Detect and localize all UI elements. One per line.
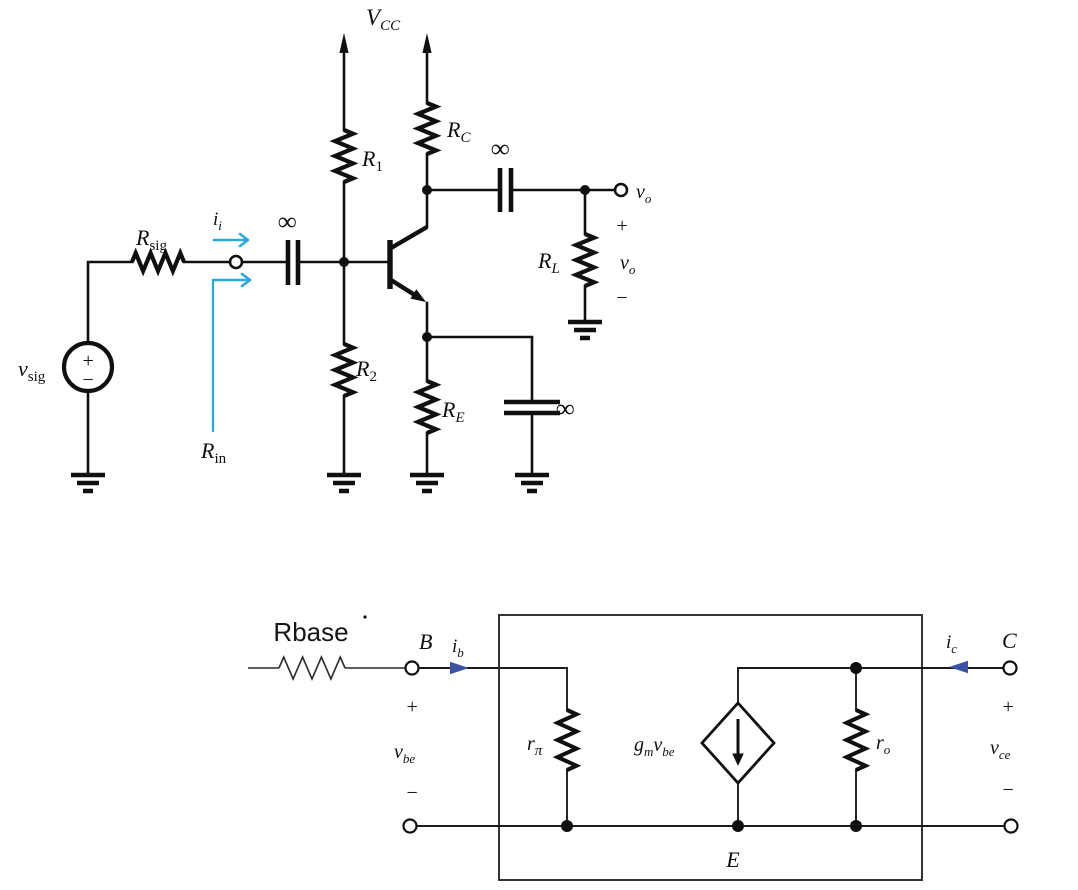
output-coupling-capacitor-icon [497,168,514,212]
node-e-label: E [725,847,740,872]
ic-current-arrow [949,660,968,674]
rbase-resistor-icon [248,654,405,682]
re-label: RE [441,397,465,426]
bypass-capacitor-icon [504,399,560,416]
resistor-rpi-icon [552,667,582,827]
input-current-arrow [212,232,250,248]
rin-annotation-arrow [211,272,252,433]
input-coupling-capacitor-icon [285,240,301,285]
resistor-rsig-icon [130,247,186,277]
resistor-re-icon [412,379,442,435]
vcc-rail-bias [339,33,349,477]
ground-icon [327,472,361,494]
ground-icon [568,319,602,341]
gmvbe-label: gmvbe [634,734,675,759]
node-c-label: C [1002,628,1017,653]
r2-label: R2 [355,356,377,385]
resistor-r1-icon [329,128,359,184]
collector-node-dot [422,185,432,195]
ground-icon [410,472,444,494]
npn-transistor-icon [387,225,429,339]
node-c-terminal [1002,660,1018,676]
node-b-label: B [419,629,432,654]
base-junction-dot [339,257,349,267]
ground-icon [515,472,549,494]
vcc-label: VCC [366,5,401,34]
input-node-terminal [228,254,244,270]
vo-minus-sign: − [615,287,629,309]
hybrid-pi-model: Rbase [248,614,1019,881]
ground-icon [71,472,105,494]
model-boundary-box [498,614,923,881]
ro-label: ro [876,732,891,757]
rbase-label: Rbase [273,617,348,647]
output-branch [422,168,629,324]
rpi-bottom-junction-dot [561,820,573,832]
rsig-label: Rsig [135,225,167,254]
vce-minus-sign: − [1001,779,1015,801]
input-branch: + − [61,240,390,477]
dependent-current-source-icon [700,667,776,827]
vsig-label: vsig [18,356,46,385]
rl-label: RL [537,248,560,277]
ib-label: ib [452,636,464,660]
input-cap-infinity-label: ∞ [278,207,297,236]
emitter-right-terminal [1003,818,1019,834]
emitter-left-terminal [402,818,418,834]
vce-label: vce [990,737,1011,762]
output-cap-infinity-label: ∞ [491,134,510,163]
signal-source-icon: + − [61,340,115,394]
vbe-plus-sign: + [405,696,419,718]
rpi-label: rπ [527,733,543,759]
ro-top-junction-dot [850,662,862,674]
bypass-cap-infinity-label: ∞ [556,394,575,423]
vcc-arrow-icon [339,33,349,53]
stray-dot [363,615,367,619]
resistor-r2-icon [329,342,359,398]
resistor-rc-icon [412,101,442,156]
r1-label: R1 [361,146,383,175]
node-b-terminal [404,660,420,676]
ce-amplifier-circuit: + − [18,5,652,494]
rin-label: Rin [200,438,227,467]
ro-bottom-junction-dot [850,820,862,832]
vbe-label: vbe [394,741,415,766]
vo-plus-sign: + [615,215,629,237]
vcc-arrow-icon [422,33,432,53]
ib-current-arrow [450,661,469,675]
vo-across-rl-label: vo [620,252,636,277]
vo-terminal-label: vo [636,181,652,206]
resistor-rl-icon [570,232,600,288]
output-node-terminal [613,182,629,198]
source-bottom-junction-dot [732,820,744,832]
vce-plus-sign: + [1001,696,1015,718]
emitter-branch [412,332,560,477]
resistor-ro-icon [841,667,871,827]
source-minus-sign: − [81,369,95,391]
rc-label: RC [446,117,471,146]
ic-label: ic [946,632,957,656]
ii-label: ii [213,209,222,233]
source-plus-sign: + [81,350,95,372]
vbe-minus-sign: − [405,782,419,804]
